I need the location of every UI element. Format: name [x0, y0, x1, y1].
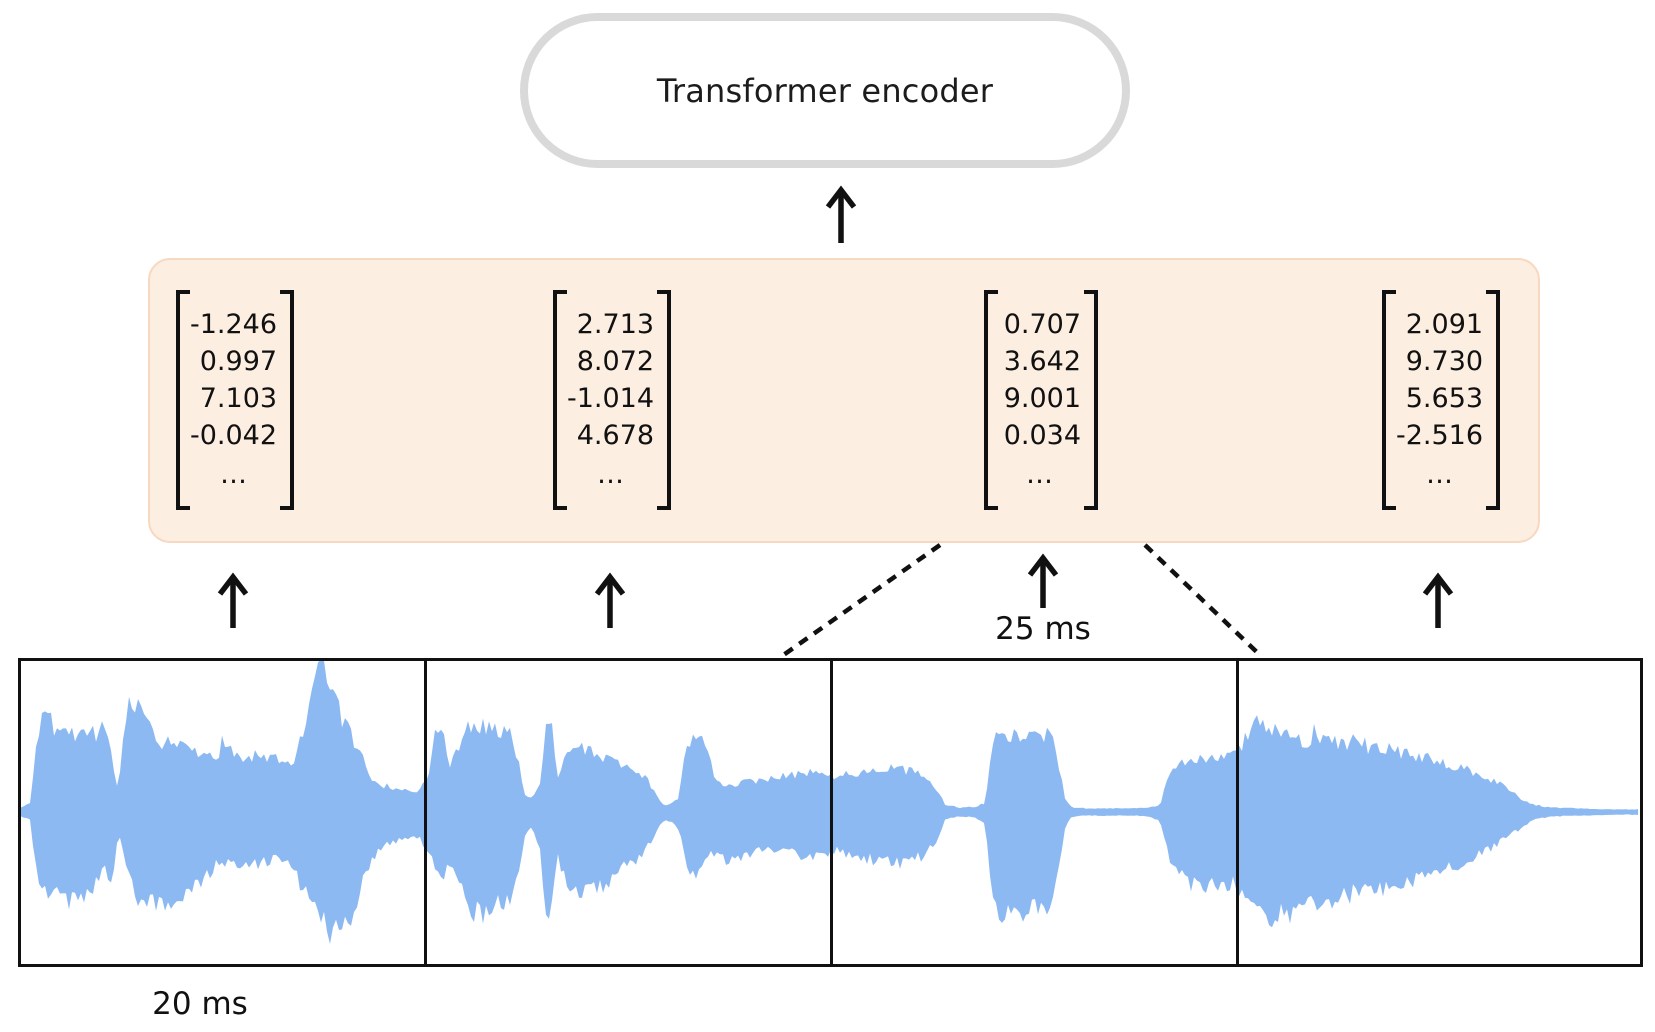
- bracket-right: [280, 290, 295, 510]
- arrow-to-encoder: [825, 185, 857, 243]
- segment-divider-3: [1236, 661, 1239, 964]
- vector-value: -1.246: [190, 309, 278, 340]
- vector-ellipsis: …: [1426, 459, 1454, 490]
- vector-value: 3.642: [1003, 346, 1081, 377]
- arrow-segment-1: [217, 572, 249, 628]
- vector-value: -0.042: [190, 420, 278, 451]
- vector-value: 4.678: [576, 420, 655, 451]
- bracket-left: [984, 290, 998, 510]
- window-dashed-line-left: [780, 543, 942, 658]
- segment-divider-2: [830, 661, 833, 964]
- vector-value: 5.653: [1405, 383, 1484, 414]
- vector-ellipsis: …: [220, 459, 248, 490]
- feature-vector-2: 2.713 8.072 -1.014 4.678 …: [553, 290, 672, 510]
- feature-vector-4: 2.091 9.730 5.653 -2.516 …: [1382, 290, 1501, 510]
- vector-ellipsis: …: [1026, 459, 1053, 490]
- vector-value: -1.014: [567, 383, 655, 414]
- arrow-segment-2: [594, 572, 626, 628]
- window-dashed-line-right: [1143, 543, 1264, 659]
- bracket-left: [553, 290, 567, 510]
- vector-value: 9.001: [1003, 383, 1081, 414]
- vector-value: -2.516: [1396, 420, 1484, 451]
- segment-divider-1: [424, 661, 427, 964]
- vector-value: 0.034: [1003, 420, 1081, 451]
- bracket-right: [1486, 290, 1501, 510]
- feature-vector-3: 0.707 3.642 9.001 0.034 …: [984, 290, 1098, 510]
- vector-value: 2.713: [576, 309, 655, 340]
- arrow-segment-3-25ms: [1027, 553, 1059, 608]
- feature-vector-1: -1.246 0.997 7.103 -0.042 …: [176, 290, 295, 510]
- vector-value: 8.072: [576, 346, 655, 377]
- window-duration-label: 25 ms: [995, 611, 1091, 647]
- vector-value: 0.707: [1003, 309, 1081, 340]
- transformer-encoder-label: Transformer encoder: [656, 71, 994, 110]
- vector-value: 2.091: [1405, 309, 1484, 340]
- bracket-left: [176, 290, 190, 510]
- arrow-segment-4: [1422, 572, 1454, 628]
- transformer-encoder-box: Transformer encoder: [520, 13, 1130, 168]
- embeddings-panel: [148, 258, 1540, 543]
- vector-ellipsis: …: [597, 459, 625, 490]
- bracket-right: [1084, 290, 1098, 510]
- stride-duration-label: 20 ms: [152, 986, 248, 1022]
- bracket-right: [657, 290, 672, 510]
- bracket-left: [1382, 290, 1396, 510]
- waveform-box: [18, 658, 1643, 967]
- vector-value: 7.103: [199, 383, 278, 414]
- vector-value: 0.997: [199, 346, 278, 377]
- vector-value: 9.730: [1405, 346, 1484, 377]
